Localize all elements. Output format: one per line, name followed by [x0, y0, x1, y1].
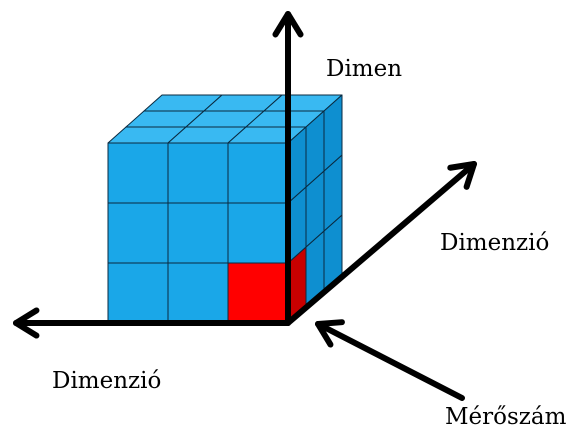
depth-axis-label: Dimenzió — [440, 232, 549, 255]
measure-pointer-arrow — [318, 322, 462, 398]
measure-label: Mérőszám — [445, 406, 566, 429]
cube-front-face — [168, 203, 228, 263]
cube-front-face — [168, 143, 228, 203]
cube-front-face — [108, 263, 168, 323]
data-cube — [108, 95, 342, 323]
vertical-axis-label: Dimen — [326, 58, 402, 81]
cube-front-face — [228, 203, 288, 263]
cube-front-face — [168, 263, 228, 323]
cube-front-face — [228, 143, 288, 203]
cube-front-face — [108, 143, 168, 203]
cube-front-face — [108, 203, 168, 263]
horizontal-axis-label: Dimenzió — [52, 370, 161, 393]
highlighted-cell — [228, 263, 288, 323]
